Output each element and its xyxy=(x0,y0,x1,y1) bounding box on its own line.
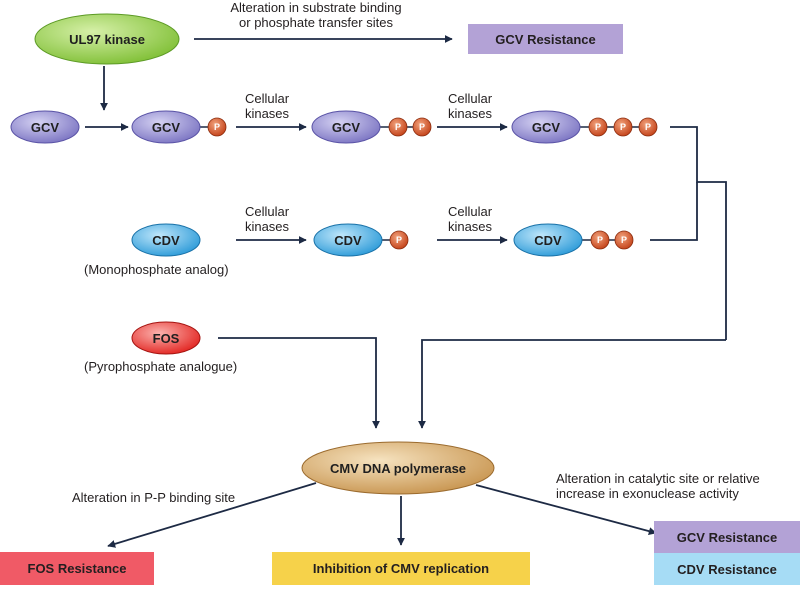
phosphate-label: P xyxy=(419,122,425,132)
phosphate-icon xyxy=(388,117,408,137)
pp-alteration-label: Alteration in P-P binding site xyxy=(72,490,236,505)
cdv-resistance-box: CDV Resistance xyxy=(654,553,800,585)
gcv-label: GCV xyxy=(31,120,60,135)
cellular-kinases-label: Cellular kinases xyxy=(447,204,493,234)
cmv-dna-polymerase-label: CMV DNA polymerase xyxy=(330,461,466,476)
merge-to-polymerase-arrow xyxy=(418,339,726,429)
cellular-kinases-label: Cellular kinases xyxy=(244,91,290,121)
gcv-triphosphate-label: GCV xyxy=(532,120,561,135)
phosphate-icon xyxy=(590,230,610,250)
phosphate-label: P xyxy=(395,122,401,132)
triphosphate-merge-connector xyxy=(670,126,727,340)
cellular-kinases-label: Cellular kinases xyxy=(447,91,493,121)
phosphate-label: P xyxy=(214,122,220,132)
gcv-monophosphate-label: GCV xyxy=(152,120,181,135)
phosphate-icon xyxy=(613,117,633,137)
phosphate-label: P xyxy=(595,122,601,132)
phosphate-label: P xyxy=(597,235,603,245)
phosphate-label: P xyxy=(645,122,651,132)
fos-label: FOS xyxy=(153,331,180,346)
fos-node xyxy=(131,321,201,355)
gcv-resistance-top-box: GCV Resistance xyxy=(468,24,623,54)
ul97-kinase-node xyxy=(34,13,180,65)
cdv-diphosphate-label: CDV xyxy=(534,233,562,248)
cdv-diphosphate-connector xyxy=(650,182,698,241)
phosphate-icon xyxy=(588,117,608,137)
polymerase-to-gcv-cdv-resistance-arrow xyxy=(475,484,657,536)
fos-analog-label: (Pyrophosphate analogue) xyxy=(84,359,238,374)
cdv-monophosphate-label: CDV xyxy=(334,233,362,248)
phosphate-label: P xyxy=(621,235,627,245)
phosphate-label: P xyxy=(396,235,402,245)
gcv-monophosphate-node xyxy=(131,110,201,144)
cdv-label: CDV xyxy=(152,233,180,248)
catalytic-alteration-label: Alteration in catalytic site or relative… xyxy=(556,471,760,501)
gcv-resistance-bottom-box: GCV Resistance xyxy=(654,521,800,553)
fos-to-polymerase-arrow xyxy=(218,337,380,429)
phosphate-icon xyxy=(614,230,634,250)
phosphate-icon xyxy=(412,117,432,137)
gcv-diphosphate-label: GCV xyxy=(332,120,361,135)
cdv-analog-label: (Monophosphate analog) xyxy=(84,262,229,277)
ul97-kinase-label: UL97 kinase xyxy=(69,32,145,47)
cdv-diphosphate-node xyxy=(513,223,583,257)
ul97-alteration-label: Alteration in substrate binding or phosp… xyxy=(230,0,402,30)
gcv-node xyxy=(10,110,80,144)
gcv-triphosphate-node xyxy=(511,110,581,144)
cellular-kinases-label: Cellular kinases xyxy=(244,204,290,234)
inhibition-box: Inhibition of CMV replication xyxy=(272,552,530,585)
phosphate-icon xyxy=(207,117,227,137)
cmv-dna-polymerase-node xyxy=(301,441,495,495)
phosphate-label: P xyxy=(620,122,626,132)
cdv-node xyxy=(131,223,201,257)
phosphate-icon xyxy=(389,230,409,250)
gcv-diphosphate-node xyxy=(311,110,381,144)
cdv-monophosphate-node xyxy=(313,223,383,257)
polymerase-to-fos-resistance-arrow xyxy=(107,482,317,548)
phosphate-icon xyxy=(638,117,658,137)
fos-resistance-box: FOS Resistance xyxy=(0,552,154,585)
